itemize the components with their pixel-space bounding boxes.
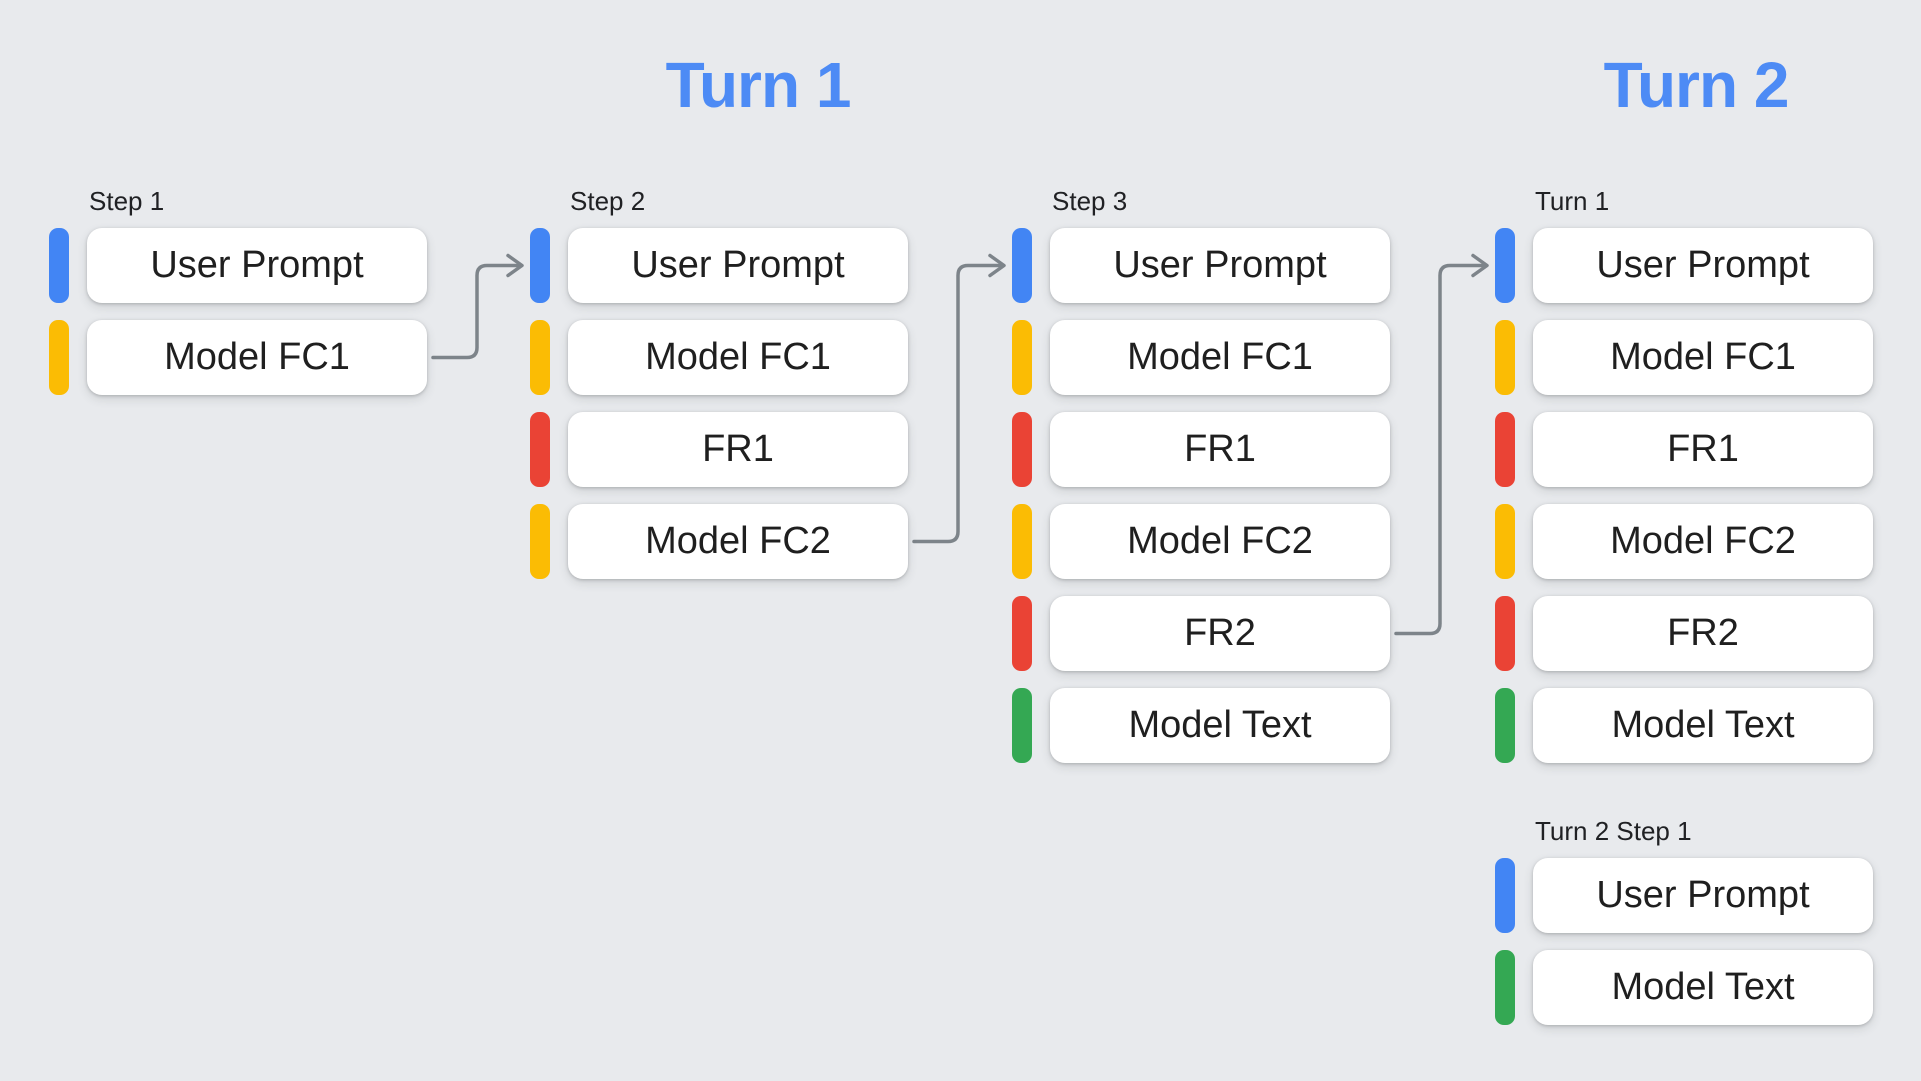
- card-row: User Prompt: [1495, 228, 1873, 303]
- card-model-text: Model Text: [1533, 688, 1873, 763]
- card-fr2: FR2: [1050, 596, 1390, 671]
- flow-arrow: [431, 263, 522, 360]
- yellow-accent-bar: [1012, 320, 1032, 395]
- red-accent-bar: [530, 412, 550, 487]
- yellow-accent-bar: [530, 504, 550, 579]
- card-row: FR1: [1012, 412, 1390, 487]
- card-label: User Prompt: [1113, 244, 1327, 286]
- card-model-text: Model Text: [1533, 950, 1873, 1025]
- card-row: User Prompt: [530, 228, 908, 303]
- blue-accent-bar: [1495, 858, 1515, 933]
- yellow-accent-bar: [1495, 504, 1515, 579]
- arrowhead-icon: [506, 253, 524, 278]
- card-user-prompt: User Prompt: [568, 228, 908, 303]
- card-row: Model FC1: [530, 320, 908, 395]
- card-fr1: FR1: [1050, 412, 1390, 487]
- card-model-fc2: Model FC2: [1533, 504, 1873, 579]
- card-label: FR1: [1184, 428, 1256, 470]
- yellow-accent-bar: [1495, 320, 1515, 395]
- card-user-prompt: User Prompt: [1533, 858, 1873, 933]
- yellow-accent-bar: [49, 320, 69, 395]
- card-fr1: FR1: [1533, 412, 1873, 487]
- card-row: Model FC2: [530, 504, 908, 579]
- blue-accent-bar: [530, 228, 550, 303]
- group-label: Turn 1: [1535, 186, 1610, 216]
- card-row: User Prompt: [1012, 228, 1390, 303]
- card-label: FR2: [1667, 612, 1739, 654]
- flow-arrow: [1394, 263, 1487, 636]
- red-accent-bar: [1012, 596, 1032, 671]
- red-accent-bar: [1495, 412, 1515, 487]
- card-row: FR2: [1495, 596, 1873, 671]
- card-row: Model FC1: [1012, 320, 1390, 395]
- red-accent-bar: [1012, 412, 1032, 487]
- card-label: Model FC2: [1127, 520, 1313, 562]
- green-accent-bar: [1495, 950, 1515, 1025]
- group-label: Step 2: [570, 186, 646, 216]
- card-label: Model FC1: [1610, 336, 1796, 378]
- card-row: User Prompt: [49, 228, 427, 303]
- card-row: Model Text: [1012, 688, 1390, 763]
- group-label: Turn 2 Step 1: [1535, 816, 1692, 846]
- card-label: User Prompt: [150, 244, 364, 286]
- card-model-text: Model Text: [1050, 688, 1390, 763]
- card-row: FR2: [1012, 596, 1390, 671]
- card-label: Model FC2: [645, 520, 831, 562]
- blue-accent-bar: [1495, 228, 1515, 303]
- card-row: Model Text: [1495, 950, 1873, 1025]
- card-row: Model FC1: [49, 320, 427, 395]
- flow-arrow: [912, 263, 1004, 544]
- yellow-accent-bar: [1012, 504, 1032, 579]
- card-model-fc1: Model FC1: [1050, 320, 1390, 395]
- card-row: Model Text: [1495, 688, 1873, 763]
- card-label: Model Text: [1611, 966, 1795, 1008]
- card-row: FR1: [1495, 412, 1873, 487]
- green-accent-bar: [1012, 688, 1032, 763]
- turn2-title: Turn 2: [1603, 49, 1790, 121]
- card-label: Model FC1: [1127, 336, 1313, 378]
- card-model-fc1: Model FC1: [568, 320, 908, 395]
- card-label: Model Text: [1611, 704, 1795, 746]
- card-label: Model FC1: [164, 336, 350, 378]
- card-model-fc2: Model FC2: [568, 504, 908, 579]
- card-user-prompt: User Prompt: [1050, 228, 1390, 303]
- blue-accent-bar: [1012, 228, 1032, 303]
- blue-accent-bar: [49, 228, 69, 303]
- green-accent-bar: [1495, 688, 1515, 763]
- card-label: User Prompt: [1596, 874, 1810, 916]
- card-row: Model FC2: [1012, 504, 1390, 579]
- card-model-fc2: Model FC2: [1050, 504, 1390, 579]
- card-label: Model FC1: [645, 336, 831, 378]
- card-row: Model FC2: [1495, 504, 1873, 579]
- card-model-fc1: Model FC1: [1533, 320, 1873, 395]
- arrowhead-icon: [1471, 253, 1489, 278]
- card-label: FR2: [1184, 612, 1256, 654]
- card-user-prompt: User Prompt: [87, 228, 427, 303]
- card-row: Model FC1: [1495, 320, 1873, 395]
- card-label: User Prompt: [631, 244, 845, 286]
- card-row: User Prompt: [1495, 858, 1873, 933]
- card-fr1: FR1: [568, 412, 908, 487]
- card-label: Model Text: [1128, 704, 1312, 746]
- card-model-fc1: Model FC1: [87, 320, 427, 395]
- red-accent-bar: [1495, 596, 1515, 671]
- card-label: User Prompt: [1596, 244, 1810, 286]
- arrowhead-icon: [988, 253, 1006, 278]
- card-label: FR1: [1667, 428, 1739, 470]
- yellow-accent-bar: [530, 320, 550, 395]
- turn1-title: Turn 1: [665, 49, 852, 121]
- card-row: FR1: [530, 412, 908, 487]
- card-user-prompt: User Prompt: [1533, 228, 1873, 303]
- group-label: Step 1: [89, 186, 165, 216]
- card-fr2: FR2: [1533, 596, 1873, 671]
- card-label: FR1: [702, 428, 774, 470]
- card-label: Model FC2: [1610, 520, 1796, 562]
- group-label: Step 3: [1052, 186, 1128, 216]
